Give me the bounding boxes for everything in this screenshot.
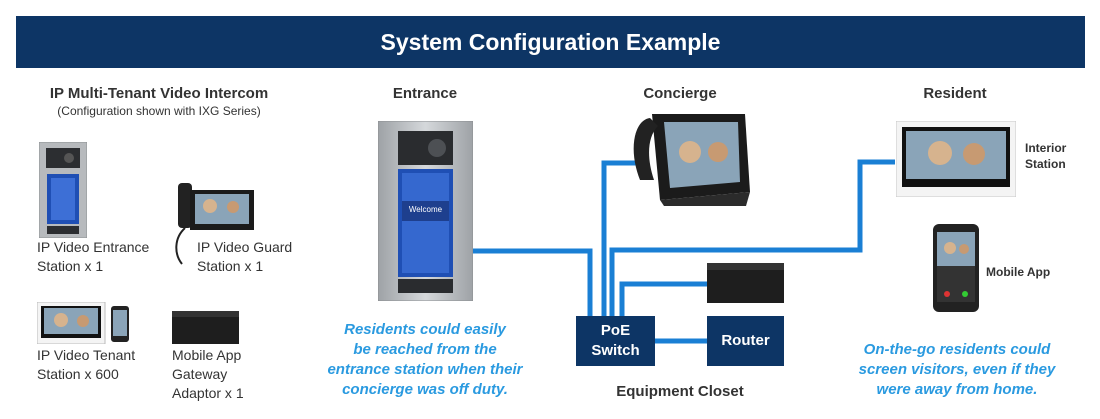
mobile-phone-icon (933, 224, 979, 312)
line-entrance-switch (472, 248, 593, 318)
interior-station-icon (896, 121, 1016, 197)
mobile-app-label: Mobile App (986, 265, 1051, 279)
guard-station-label: IP Video Guard Station x 1 (197, 239, 293, 274)
poe-switch-box: PoE Switch (576, 316, 655, 366)
concierge-title: Concierge (643, 85, 717, 102)
entrance-caption: Residents could easily be reached from t… (327, 321, 523, 398)
entrance-large-panel-icon (378, 121, 473, 301)
guard-phone-icon (175, 183, 254, 265)
concierge-phone-icon (633, 114, 750, 206)
line-resident-switch (609, 159, 895, 318)
interior-station-label: Interior Station (1025, 141, 1067, 171)
gateway-closet-icon (707, 263, 784, 303)
resident-caption: On-the-go residents could screen visitor… (858, 341, 1056, 398)
tenant-station-label: IP Video Tenant Station x 600 (37, 347, 136, 382)
line-gateway-switch (619, 281, 707, 318)
equipment-closet-title: Equipment Closet (616, 383, 744, 400)
router-box: Router (707, 316, 784, 366)
left-title: IP Multi-Tenant Video Intercom (49, 85, 269, 102)
entrance-screen-text: Welcome (408, 205, 443, 214)
entrance-station-label: IP Video Entrance Station x 1 (37, 239, 150, 274)
entrance-panel-icon (39, 142, 87, 238)
left-subtitle: (Configuration shown with IXG Series) (57, 104, 261, 118)
line-concierge-switch (601, 160, 640, 318)
gateway-label: Mobile App Gateway Adaptor x 1 (172, 347, 244, 401)
resident-title: Resident (923, 85, 987, 102)
tenant-monitor-icon (37, 302, 129, 344)
page-title-banner: System Configuration Example (16, 16, 1085, 68)
gateway-box-icon (172, 311, 239, 344)
entrance-title: Entrance (392, 85, 458, 102)
page-title: System Configuration Example (380, 28, 721, 55)
